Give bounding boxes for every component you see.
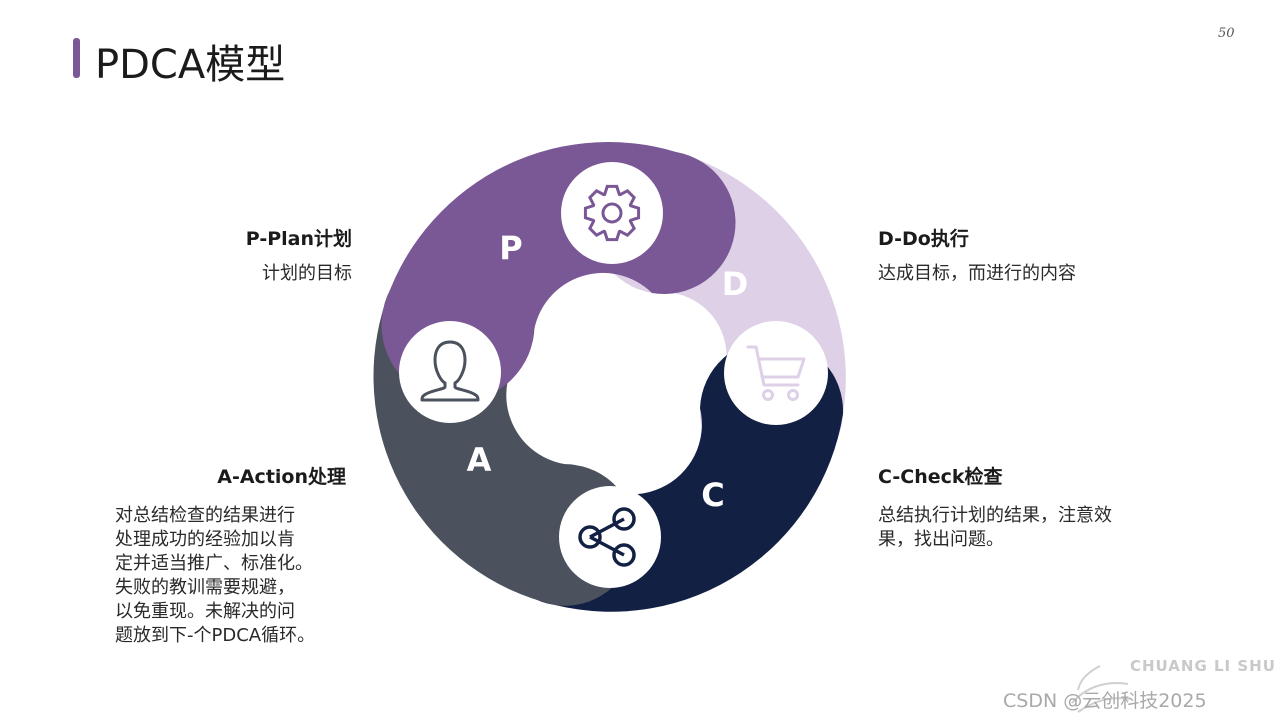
action-description: 对总结检查的结果进行 处理成功的经验加以肯 定并适当推广、标准化。 失败的教训需… (115, 504, 315, 648)
do-description: 达成目标，而进行的内容 (878, 263, 1076, 284)
icon-circle-action (399, 321, 501, 423)
action-description-line: 以免重现。未解决的问 (115, 601, 295, 622)
action-heading: A-Action处理 (217, 466, 346, 488)
check-description-line: 总结执行计划的结果，注意效 (878, 505, 1112, 526)
watermark-source: CSDN @云创科技2025 (1003, 690, 1207, 712)
user-icon (420, 340, 480, 402)
check-heading: C-Check检查 (878, 466, 1003, 488)
share-icon (578, 507, 636, 567)
icon-circle-check (559, 486, 661, 588)
gear-icon (583, 184, 641, 242)
action-description-line: 对总结检查的结果进行 (115, 505, 295, 526)
segment-letter-c: C (701, 476, 724, 514)
icon-circle-plan (561, 162, 663, 264)
action-description-line: 失败的教训需要规避， (115, 577, 295, 598)
cart-icon (746, 345, 806, 401)
icon-circle-do (724, 321, 828, 425)
action-description-line: 处理成功的经验加以肯 (115, 529, 295, 550)
do-heading: D-Do执行 (878, 228, 969, 250)
watermark-logo (1071, 665, 1131, 713)
action-description-line: 定并适当推广、标准化。 (115, 553, 313, 574)
check-description-line: 果，找出问题。 (878, 529, 1004, 550)
watermark-brand: CHUANG LI SHU (1130, 657, 1276, 675)
page-number: 50 (1218, 26, 1235, 41)
plan-heading: P-Plan计划 (245, 228, 352, 250)
title-accent-bar (73, 38, 80, 78)
segment-letter-p: P (499, 229, 522, 267)
action-description-line: 题放到下-个PDCA循环。 (115, 625, 316, 646)
page-title: PDCA模型 (95, 42, 286, 88)
plan-description: 计划的目标 (262, 263, 352, 284)
segment-letter-d: D (722, 265, 749, 303)
segment-letter-a: A (467, 441, 492, 479)
check-description: 总结执行计划的结果，注意效 果，找出问题。 (878, 504, 1112, 552)
